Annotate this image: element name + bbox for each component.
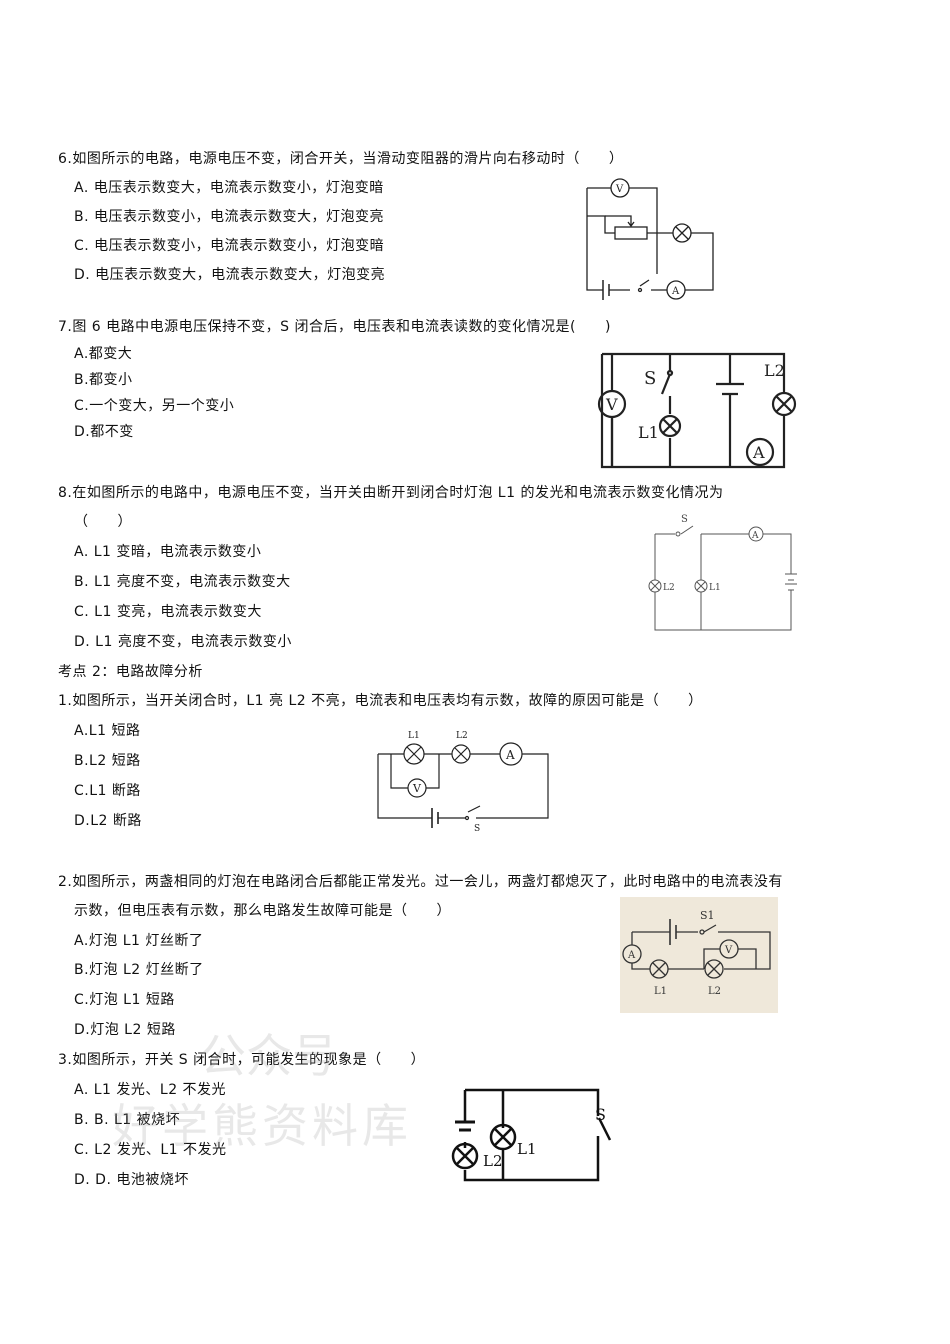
q8-stem: 8.在如图所示的电路中，电源电压不变，当开关由断开到闭合时灯泡 L1 的发光和电…: [58, 485, 724, 501]
svg-text:S: S: [681, 514, 688, 525]
watermark-line-1: 公众号: [200, 1029, 338, 1083]
f3-option-a: A. L1 发光、L2 不发光: [74, 1082, 227, 1098]
f1-option-a: A.L1 短路: [74, 723, 141, 739]
svg-text:V: V: [724, 945, 733, 956]
q6-stem: 6.如图所示的电路，电源电压不变，闭合开关，当滑动变阻器的滑片向右移动时（ ）: [58, 151, 624, 167]
q6-option-a: A. 电压表示数变大，电流表示数变小，灯泡变暗: [74, 180, 384, 196]
svg-text:L1: L1: [638, 423, 659, 442]
f3-circuit-diagram: L2 L1 S: [451, 1088, 612, 1182]
q8-option-c: C. L1 变亮，电流表示数变大: [74, 604, 262, 620]
q7-stem: 7.图 6 电路中电源电压保持不变，S 闭合后，电压表和电流表读数的变化情况是(…: [58, 319, 611, 335]
f2-option-c: C.灯泡 L1 短路: [74, 992, 175, 1008]
f2-option-a: A.灯泡 L1 灯丝断了: [74, 933, 204, 949]
f1-circuit-diagram: L1 L2 A V S: [377, 731, 549, 834]
q6-circuit-diagram: V A: [586, 178, 714, 300]
svg-text:A: A: [671, 286, 680, 297]
svg-text:V: V: [605, 395, 618, 414]
q6-option-c: C. 电压表示数变小，电流表示数变小，灯泡变暗: [74, 238, 385, 254]
q7-option-d: D.都不变: [74, 424, 134, 440]
svg-text:A: A: [751, 531, 759, 541]
f1-option-c: C.L1 断路: [74, 783, 141, 799]
svg-text:V: V: [615, 184, 624, 195]
q7-option-b: B.都变小: [74, 372, 133, 388]
f2-option-d: D.灯泡 L2 短路: [74, 1022, 176, 1038]
svg-text:L1: L1: [709, 583, 721, 593]
svg-text:A: A: [505, 748, 515, 762]
q7-option-c: C.一个变大，另一个变小: [74, 398, 235, 414]
svg-text:L2: L2: [483, 1152, 503, 1170]
svg-text:L2: L2: [663, 583, 675, 593]
f3-stem: 3.如图所示，开关 S 闭合时，可能发生的现象是（ ）: [58, 1052, 426, 1068]
f1-option-d: D.L2 断路: [74, 813, 142, 829]
f1-stem: 1.如图所示，当开关闭合时，L1 亮 L2 不亮，电流表和电压表均有示数，故障的…: [58, 693, 703, 709]
svg-text:L1: L1: [654, 986, 667, 997]
q6-option-d: D. 电压表示数变大，电流表示数变大，灯泡变亮: [74, 267, 386, 283]
f2-figure-background: [620, 897, 778, 1013]
q6-option-b: B. 电压表示数变小，电流表示数变大，灯泡变亮: [74, 209, 385, 225]
q7-option-a: A.都变大: [74, 346, 133, 362]
watermark-line-2: 好学熊资料库: [112, 1099, 412, 1153]
svg-text:A: A: [627, 950, 636, 961]
f2-option-b: B.灯泡 L2 灯丝断了: [74, 962, 204, 978]
f1-option-b: B.L2 短路: [74, 753, 141, 769]
svg-text:L2: L2: [456, 731, 468, 741]
f3-option-b: B. B. L1 被烧坏: [74, 1112, 181, 1128]
q8-circuit-diagram: S A L2 L1: [648, 514, 797, 631]
section-heading: 考点 2：电路故障分析: [58, 664, 203, 680]
f3-option-d: D. D. 电池被烧坏: [74, 1172, 189, 1188]
f2-stem-continued: 示数，但电压表有示数，那么电路发生故障可能是（ ）: [74, 903, 451, 919]
svg-text:L2: L2: [764, 361, 785, 380]
svg-text:L2: L2: [708, 986, 721, 997]
q8-answer-paren: （ ）: [74, 514, 132, 530]
svg-text:S: S: [474, 824, 480, 834]
q8-option-d: D. L1 亮度不变，电流表示数变小: [74, 634, 292, 650]
svg-text:V: V: [412, 782, 422, 795]
q8-option-a: A. L1 变暗，电流表示数变小: [74, 544, 262, 560]
q7-circuit-diagram: V S L1 L2 A: [597, 352, 797, 469]
svg-text:S: S: [644, 368, 656, 389]
f2-stem: 2.如图所示，两盏相同的灯泡在电路闭合后都能正常发光。过一会儿，两盏灯都熄灭了，…: [58, 874, 783, 890]
svg-text:A: A: [752, 443, 765, 462]
svg-text:S: S: [595, 1105, 606, 1124]
svg-text:L1: L1: [408, 731, 420, 741]
svg-text:S1: S1: [700, 909, 715, 922]
f3-option-c: C. L2 发光、L1 不发光: [74, 1142, 227, 1158]
q8-option-b: B. L1 亮度不变，电流表示数变大: [74, 574, 291, 590]
f2-circuit-diagram: S1 A V L1 L2: [622, 909, 771, 997]
svg-text:L1: L1: [517, 1140, 537, 1158]
